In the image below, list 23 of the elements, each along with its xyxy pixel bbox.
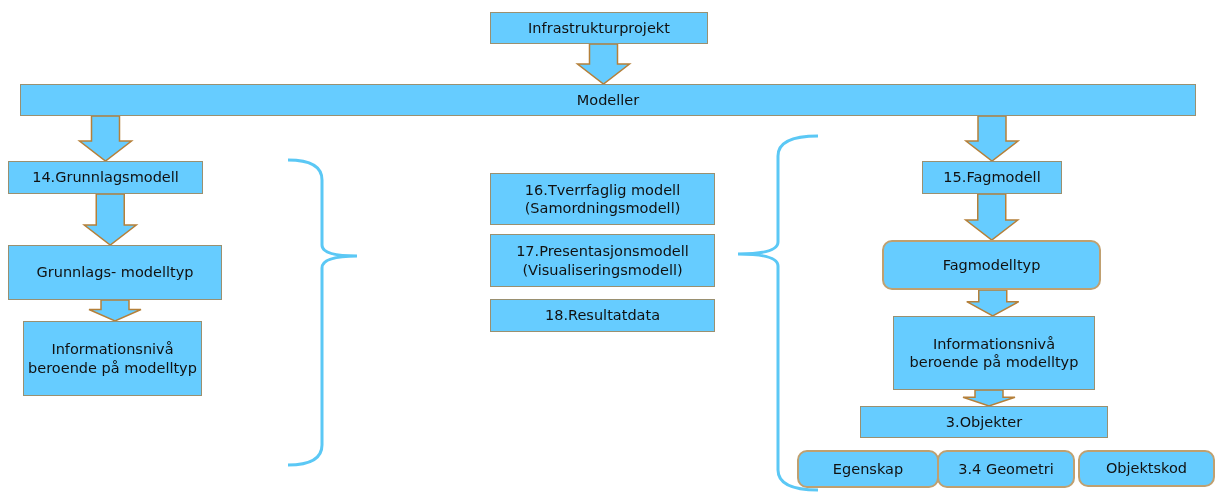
text-box: Fagmodelltyp bbox=[882, 240, 1101, 290]
text-box: Informationsnivå beroende på modelltyp bbox=[23, 321, 202, 396]
block-arrow bbox=[77, 115, 134, 162]
block-arrow bbox=[962, 389, 1016, 407]
text-box: Objektskod bbox=[1078, 450, 1215, 487]
text-box: 17.Presentasjonsmodell (Visualiseringsmodell) bbox=[490, 234, 715, 287]
block-arrow bbox=[82, 193, 139, 246]
text-box: Informationsnivå beroende på modelltyp bbox=[893, 316, 1095, 390]
block-arrow bbox=[88, 299, 142, 322]
text-box: Egenskap bbox=[797, 450, 939, 488]
text-box: Modeller bbox=[20, 84, 1196, 116]
block-arrow bbox=[963, 193, 1020, 241]
block-arrow bbox=[963, 115, 1021, 162]
text-box: 18.Resultatdata bbox=[490, 299, 715, 332]
text-box: Grunnlags- modelltyp bbox=[8, 245, 222, 300]
text-box: 14.Grunnlagsmodell bbox=[8, 161, 203, 194]
block-arrow bbox=[575, 43, 632, 85]
text-box: 3.4 Geometri bbox=[937, 450, 1075, 488]
text-box: Infrastrukturprojekt bbox=[490, 12, 708, 44]
block-arrow bbox=[966, 289, 1020, 317]
text-box: 16.Tverrfaglig modell (Samordningsmodell) bbox=[490, 173, 715, 225]
text-box: 3.Objekter bbox=[860, 406, 1108, 438]
text-box: 15.Fagmodell bbox=[922, 161, 1062, 194]
